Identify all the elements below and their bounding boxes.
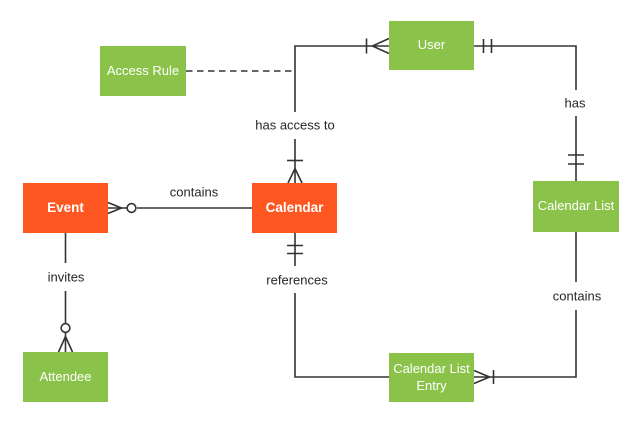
- entity-event-label: Event: [47, 199, 84, 215]
- entity-user[interactable]: User: [389, 21, 474, 70]
- entity-calendar[interactable]: Calendar: [252, 183, 337, 233]
- edge-calendar-list-contains-entry: [473, 232, 577, 385]
- edge-line: [294, 45, 389, 112]
- entity-calendar-list[interactable]: Calendar List: [533, 181, 619, 232]
- entity-access-rule[interactable]: Access Rule: [100, 46, 186, 96]
- edge-line: [294, 293, 389, 378]
- cardinality-one-and-only-one-icon: [287, 244, 303, 255]
- edge-label-invites: invites: [45, 269, 87, 285]
- edge-label-contains-event-calendar: contains: [167, 184, 221, 200]
- cardinality-one-or-many-icon: [287, 159, 303, 184]
- edge-event-invites-attendee: [57, 233, 74, 353]
- cardinality-one-or-many-icon: [473, 369, 495, 385]
- entity-attendee[interactable]: Attendee: [23, 352, 108, 402]
- entity-attendee-label: Attendee: [39, 368, 92, 384]
- entity-calendar-label: Calendar: [265, 199, 324, 215]
- edge-label-has-access-to: has access to: [253, 117, 337, 133]
- edge-event-contains-calendar: [107, 201, 252, 215]
- cardinality-one-or-many-icon: [365, 37, 390, 55]
- entity-calendar-list-entry-label: Calendar List Entry: [393, 361, 470, 393]
- entity-user-label: User: [417, 37, 446, 53]
- edge-line: [474, 310, 577, 378]
- cardinality-one-and-only-one-icon: [482, 39, 493, 53]
- entity-event[interactable]: Event: [23, 183, 108, 233]
- edge-label-references: references: [264, 272, 330, 288]
- entity-calendar-list-label: Calendar List: [537, 198, 615, 214]
- edge-line: [474, 45, 577, 90]
- cardinality-zero-or-many-icon: [107, 201, 137, 215]
- cardinality-one-and-only-one-icon: [568, 154, 584, 165]
- entity-access-rule-label: Access Rule: [106, 62, 180, 78]
- edge-calendar-has-access-to-user: [287, 37, 390, 184]
- edge-label-contains-list-entry: contains: [550, 288, 604, 304]
- entity-calendar-list-entry[interactable]: Calendar List Entry: [389, 353, 474, 402]
- edge-calendar-references-entry: [287, 233, 389, 378]
- cardinality-zero-or-many-icon: [57, 322, 74, 353]
- edge-label-has: has: [562, 95, 588, 111]
